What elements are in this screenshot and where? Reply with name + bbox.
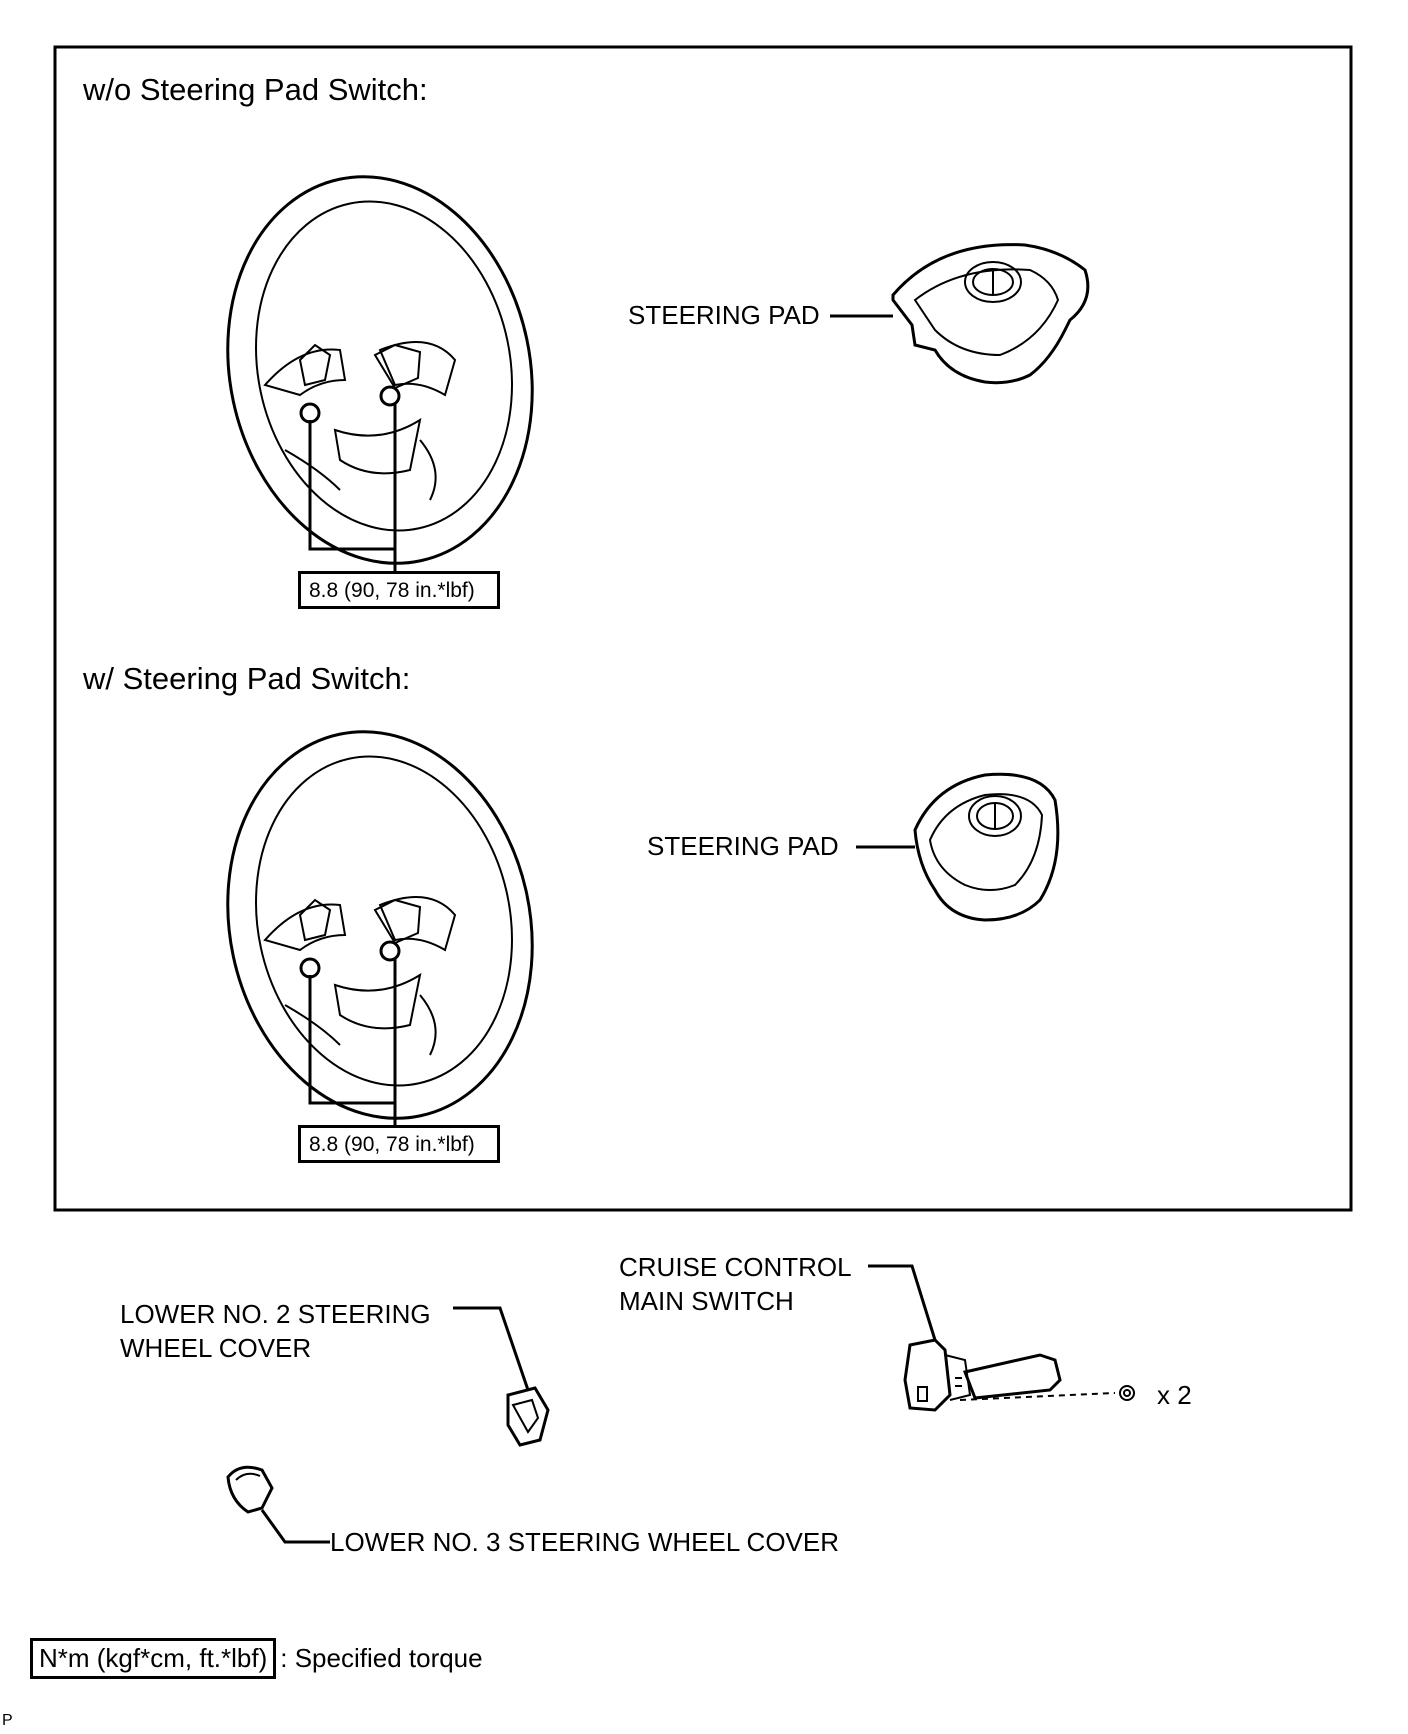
section-title-with-switch: w/ Steering Pad Switch: xyxy=(83,661,411,696)
lower-no2-cover-label-line-1: LOWER NO. 2 STEERING xyxy=(120,1299,431,1329)
steering-pad-illustration-2 xyxy=(856,772,1060,922)
lower-no2-cover-label: LOWER NO. 2 STEERING WHEEL COVER xyxy=(120,1297,431,1365)
torque-value-box-2: 8.8 (90, 78 in.*lbf) xyxy=(298,1125,500,1163)
steering-pad-label-1: STEERING PAD xyxy=(628,300,820,330)
section-title-without-switch: w/o Steering Pad Switch: xyxy=(83,72,428,107)
section-frame xyxy=(53,45,1353,1212)
cruise-control-label-line-1: CRUISE CONTROL xyxy=(619,1252,852,1282)
cruise-control-main-switch-label: CRUISE CONTROL MAIN SWITCH xyxy=(619,1250,852,1318)
legend-torque-box: N*m (kgf*cm, ft.*lbf) xyxy=(30,1638,277,1679)
steering-pad-label-2: STEERING PAD xyxy=(647,831,839,861)
steering-wheel-illustration-2 xyxy=(226,730,534,1132)
lower-no2-cover-label-line-2: WHEEL COVER xyxy=(120,1333,312,1363)
legend-description: : Specified torque xyxy=(280,1643,483,1673)
corner-mark: P xyxy=(2,1712,13,1729)
steering-pad-illustration-1 xyxy=(830,243,1090,385)
steering-wheel-illustration-1 xyxy=(226,175,534,578)
screw-quantity: x 2 xyxy=(1157,1380,1192,1410)
lower-no2-cover-illustration xyxy=(453,1306,550,1447)
lower-no3-cover-illustration xyxy=(226,1465,330,1544)
lower-no3-cover-label: LOWER NO. 3 STEERING WHEEL COVER xyxy=(330,1527,840,1557)
torque-value-box-1: 8.8 (90, 78 in.*lbf) xyxy=(298,571,500,609)
cruise-control-label-line-2: MAIN SWITCH xyxy=(619,1286,794,1316)
legend: N*m (kgf*cm, ft.*lbf) : Specified torque xyxy=(30,1638,483,1679)
cruise-control-switch-illustration xyxy=(868,1264,1135,1412)
